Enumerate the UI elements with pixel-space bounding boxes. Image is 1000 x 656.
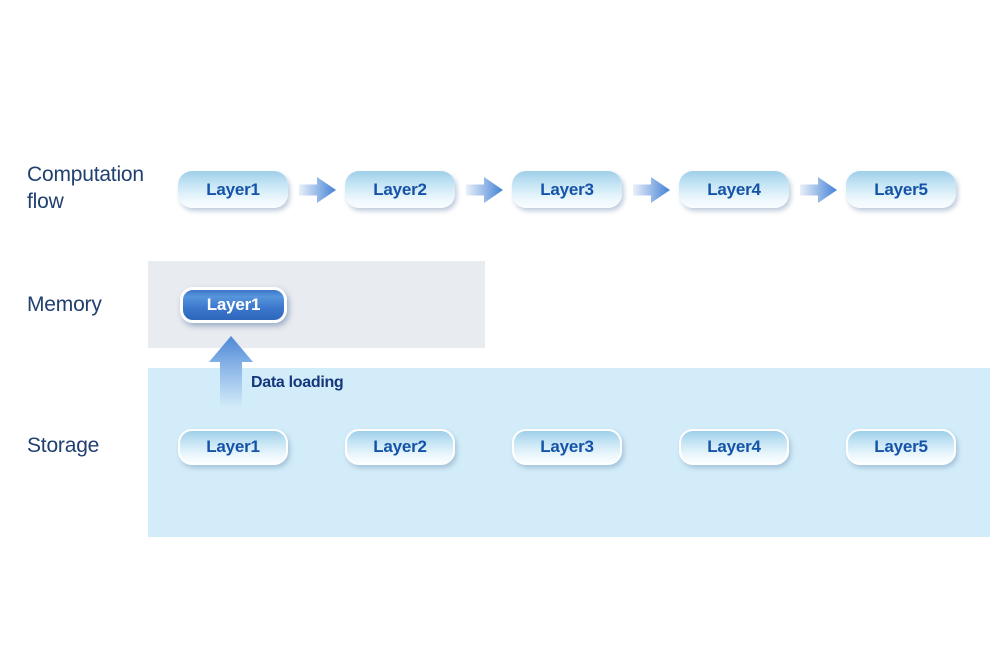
computation-flow-label: Computation flow — [27, 163, 144, 213]
right-arrow-icon — [633, 177, 670, 203]
right-arrow-icon — [466, 177, 503, 203]
computation-layer-box: Layer2 — [345, 171, 455, 208]
computation-layer-box: Layer5 — [846, 171, 956, 208]
memory-label: Memory — [27, 293, 102, 316]
right-arrow-icon — [800, 177, 837, 203]
computation-layer-box: Layer4 — [679, 171, 789, 208]
storage-layer-box: Layer2 — [345, 429, 455, 465]
memory-layer-box: Layer1 — [180, 287, 287, 323]
storage-layer-box: Layer4 — [679, 429, 789, 465]
storage-layer-box: Layer3 — [512, 429, 622, 465]
up-arrow-icon — [209, 336, 253, 406]
storage-layer-box: Layer5 — [846, 429, 956, 465]
computation-layer-box: Layer1 — [178, 171, 288, 208]
right-arrow-icon — [299, 177, 336, 203]
storage-label: Storage — [27, 434, 100, 457]
storage-layer-box: Layer1 — [178, 429, 288, 465]
computation-layer-box: Layer3 — [512, 171, 622, 208]
data-loading-label: Data loading — [251, 374, 344, 391]
